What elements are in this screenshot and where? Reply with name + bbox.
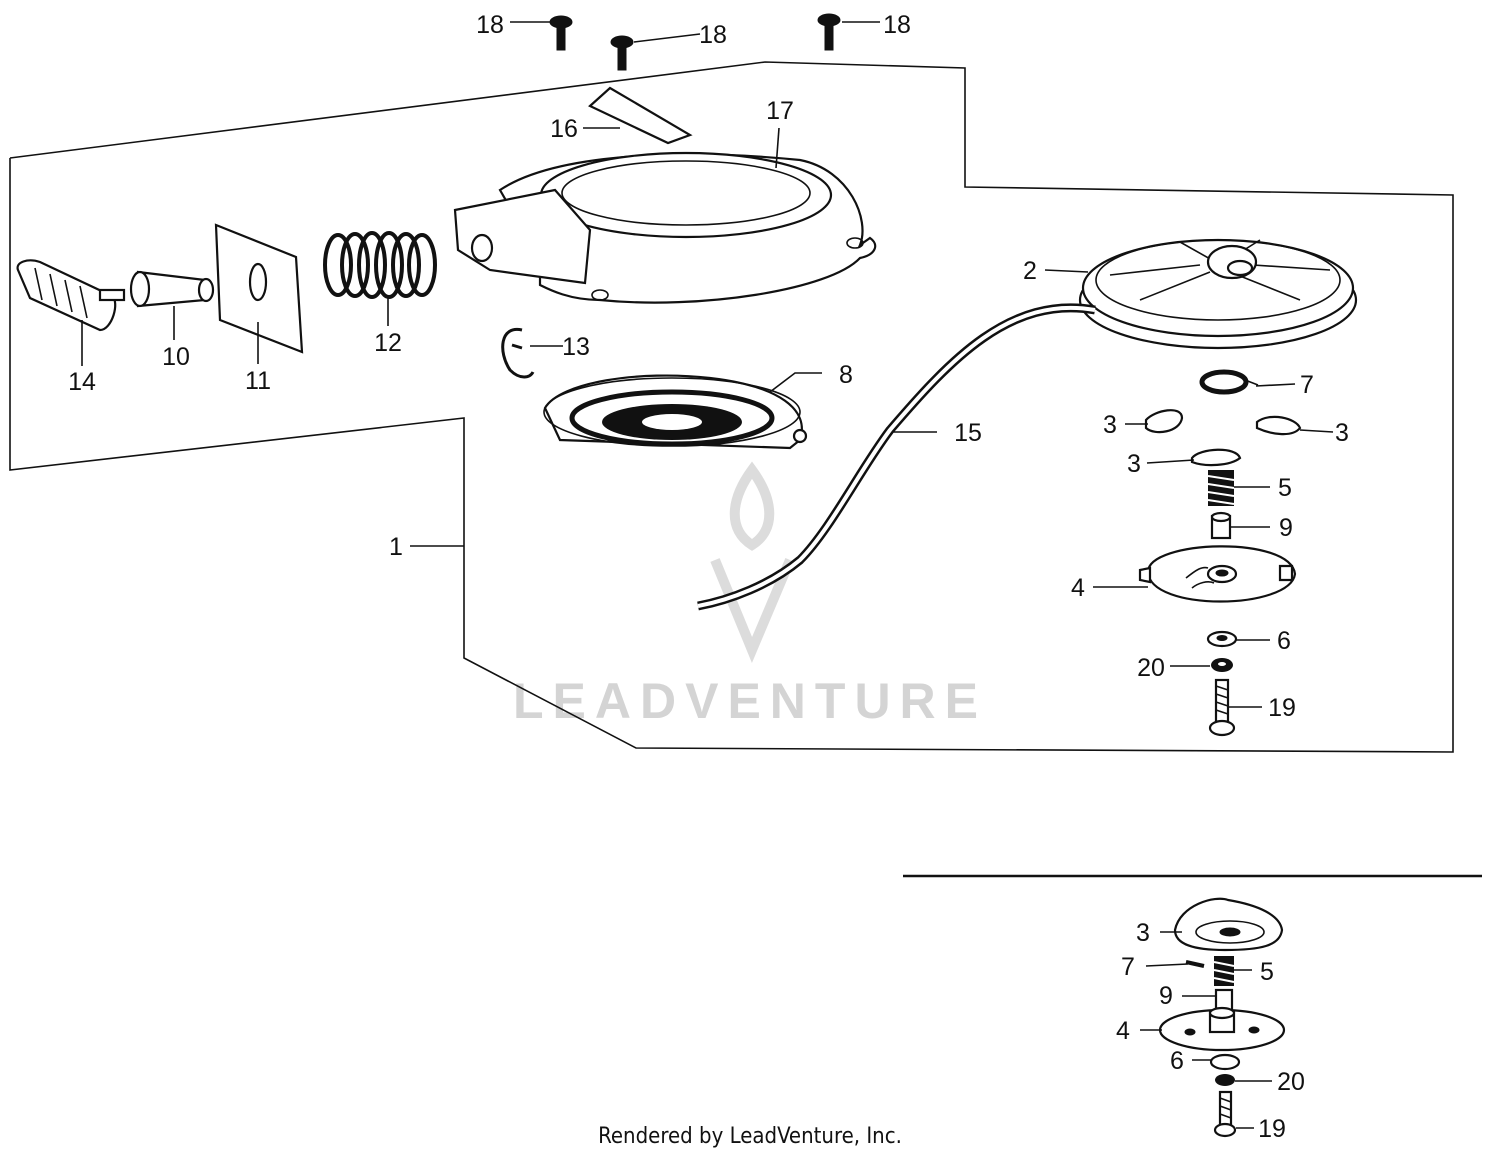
callout-1: 1 [389, 533, 403, 561]
callout-12: 12 [374, 329, 402, 357]
callout-18-a: 18 [476, 11, 504, 39]
part-13-clip [501, 327, 535, 379]
inset-part-7-spring [1185, 960, 1205, 968]
callout-9: 9 [1279, 514, 1293, 542]
inset-callout-19: 19 [1258, 1115, 1286, 1143]
part-9-pin [1210, 511, 1232, 540]
part-14-handle [16, 259, 126, 332]
inset-callouts: 3 7 5 9 4 6 20 19 [1116, 919, 1305, 1143]
part-10-guide [129, 270, 215, 308]
part-4-plate [1138, 545, 1297, 603]
callout-15: 15 [954, 419, 982, 447]
callout-2: 2 [1023, 257, 1037, 285]
callout-4: 4 [1071, 574, 1085, 602]
callout-3-a: 3 [1103, 411, 1117, 439]
part-2-reel [1078, 238, 1358, 350]
bolt-18-b [610, 35, 634, 71]
inset-part-3-ratchet [1173, 897, 1284, 952]
inset-callout-20: 20 [1277, 1068, 1305, 1096]
inset-callout-9: 9 [1159, 982, 1173, 1010]
part-7-spring [1199, 369, 1259, 395]
watermark: LEADVENTURE [513, 461, 987, 729]
callout-14: 14 [68, 368, 96, 396]
inset-part-6-washer [1209, 1053, 1241, 1071]
watermark-text: LEADVENTURE [513, 673, 987, 729]
part-11-plate [214, 223, 304, 354]
callout-18-b: 18 [699, 21, 727, 49]
callout-6: 6 [1277, 627, 1291, 655]
footer-credit: Rendered by LeadVenture, Inc. [598, 1124, 902, 1149]
part-15-rope-inner [697, 305, 1096, 608]
part-12-spring [323, 231, 437, 299]
inset-callout-5: 5 [1260, 958, 1274, 986]
part-15-rope [697, 303, 1096, 611]
leader-lines [81, 21, 1334, 1129]
callout-3-b: 3 [1335, 419, 1349, 447]
callout-8: 8 [839, 361, 853, 389]
part-3-ratchet-b [1255, 415, 1302, 436]
inset-part-4-plate [1158, 1006, 1286, 1052]
callout-10: 10 [162, 343, 190, 371]
callout-20: 20 [1137, 654, 1165, 682]
part-6-washer [1206, 630, 1238, 648]
callout-5: 5 [1278, 474, 1292, 502]
callout-13: 13 [562, 333, 590, 361]
part-8-mainspring [543, 374, 808, 450]
inset-callout-7: 7 [1121, 953, 1135, 981]
inset-callout-4: 4 [1116, 1017, 1130, 1045]
callout-7: 7 [1300, 371, 1314, 399]
bolt-18-c [817, 13, 841, 51]
inset-part-19-bolt [1213, 1090, 1237, 1138]
callout-17: 17 [766, 97, 794, 125]
inset-part-5-spring [1213, 956, 1235, 986]
callout-11: 11 [245, 367, 271, 395]
assembly-outline [9, 61, 1454, 753]
watermark-logo [710, 461, 795, 664]
part-17-housing [453, 151, 877, 304]
inset-callout-6: 6 [1170, 1047, 1184, 1075]
part-19-bolt [1208, 678, 1236, 737]
callouts: 18 18 18 16 17 2 7 3 3 3 5 9 4 6 20 19 1… [68, 11, 1349, 722]
callout-19: 19 [1268, 694, 1296, 722]
inset-callout-3: 3 [1136, 919, 1150, 947]
callout-16: 16 [550, 115, 578, 143]
callout-18-c: 18 [883, 11, 911, 39]
part-20-washer [1211, 658, 1233, 672]
part-3-ratchet-a [1144, 409, 1184, 434]
part-5-spring [1207, 470, 1235, 506]
inset-part-20-washer [1215, 1074, 1235, 1086]
callout-3-c: 3 [1127, 450, 1141, 478]
bolt-18-a [549, 15, 573, 51]
part-16-plate [588, 86, 693, 145]
part-3-ratchet-c [1190, 448, 1242, 467]
